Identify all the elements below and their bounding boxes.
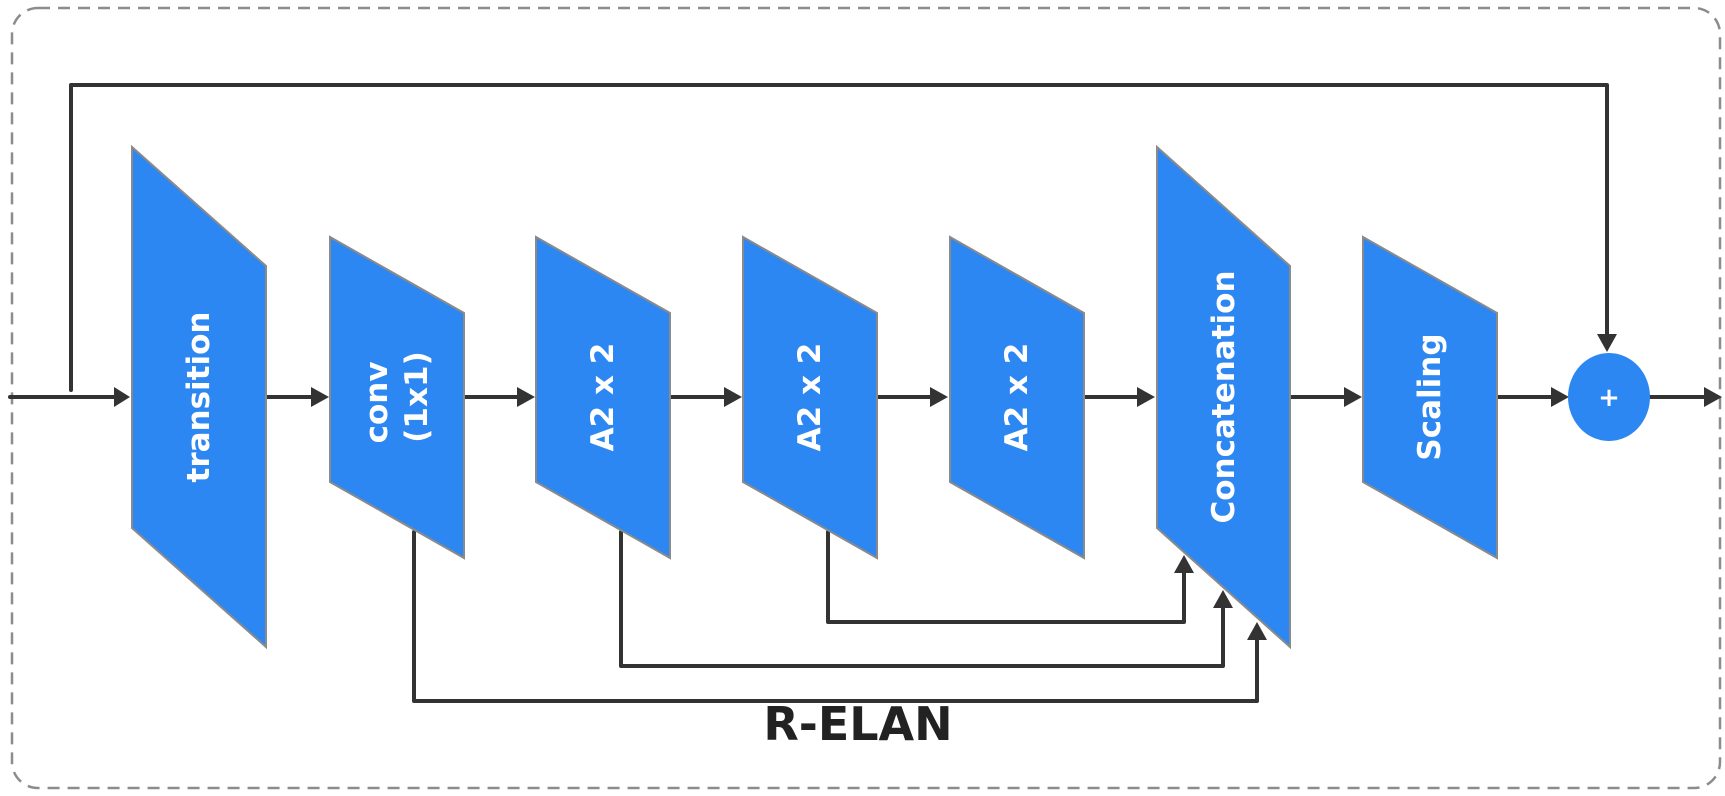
block-label: conv (1x1) <box>359 351 435 444</box>
block-shape <box>742 235 878 560</box>
dense-connection <box>826 530 1186 624</box>
block-scaling: Scaling <box>1362 235 1498 560</box>
sum-circle <box>1568 353 1650 441</box>
block-shape <box>535 235 671 560</box>
arrow-head <box>1174 555 1194 573</box>
arrow-head <box>114 387 130 407</box>
arrow-head <box>1597 334 1617 352</box>
residual-connection <box>69 83 1609 392</box>
arrow-head <box>517 387 535 407</box>
sum-node: + <box>1568 353 1650 441</box>
block-label: Concatenation <box>1206 270 1242 523</box>
connectors <box>8 83 1722 703</box>
block-a2-1: A2 x 2 <box>535 235 671 560</box>
block-label: Scaling <box>1412 333 1448 460</box>
arrow-head <box>1137 387 1155 407</box>
arrow-head <box>1247 622 1267 640</box>
arrow-head <box>311 387 329 407</box>
dense-connection <box>619 530 1225 668</box>
block-shape <box>1362 235 1498 560</box>
block-a2-3: A2 x 2 <box>949 235 1085 560</box>
block-shape <box>329 235 465 560</box>
arrow-head <box>1704 387 1722 407</box>
block-label: A2 x 2 <box>585 343 621 452</box>
block-shape <box>131 144 267 650</box>
arrow-head <box>930 387 948 407</box>
block-label: A2 x 2 <box>792 343 828 452</box>
plus-icon: + <box>1598 383 1620 413</box>
arrow-head <box>1551 387 1569 407</box>
block-a2-2: A2 x 2 <box>742 235 878 560</box>
block-conv: conv (1x1) <box>329 235 465 560</box>
block-label: A2 x 2 <box>999 343 1035 452</box>
block-label: transition <box>181 312 217 483</box>
block-concatenation: Concatenation <box>1156 144 1291 650</box>
block-shape <box>1156 144 1291 650</box>
arrow-head <box>1213 590 1233 608</box>
block-transition: transition <box>131 144 267 650</box>
arrow-head <box>724 387 742 407</box>
block-shape <box>949 235 1085 560</box>
dense-connection <box>412 530 1259 703</box>
arrow-head <box>1344 387 1362 407</box>
diagram-caption: R-ELAN <box>763 697 952 751</box>
